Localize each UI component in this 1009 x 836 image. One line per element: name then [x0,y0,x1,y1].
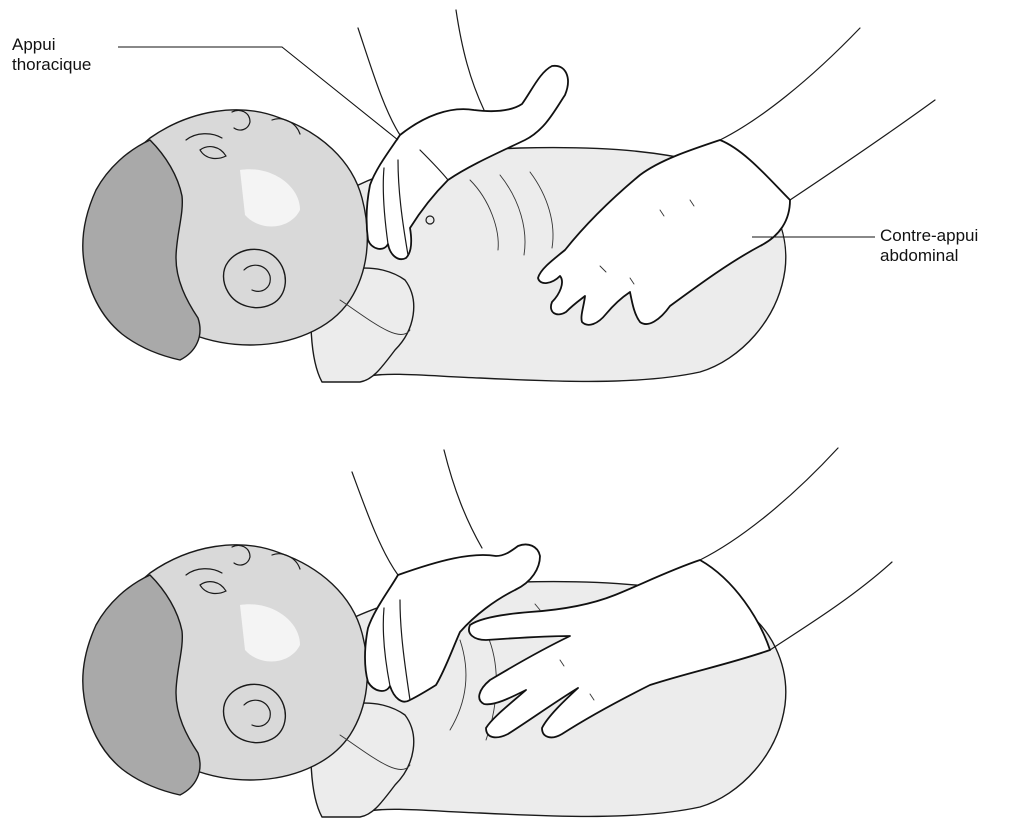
infant-ear [224,249,286,307]
top-panel [83,10,935,382]
right-forearm-line-1-bottom [700,448,838,560]
forearm-line-2 [456,10,484,110]
forearm-line-1-bottom [352,472,398,575]
right-forearm-line-2 [790,100,935,200]
label-abdominal-counter: Contre-appui abdominal [880,226,983,265]
label-chest-press-line-1: Appui [12,35,55,54]
label-chest-press-line-2: thoracique [12,55,91,74]
infant-ear-bottom [224,684,286,742]
forearm-line-2-bottom [444,450,482,548]
label-abdominal-line-2: abdominal [880,246,958,265]
right-forearm-line-2-bottom [770,562,892,650]
label-chest-press: Appui thoracique [12,35,91,74]
right-forearm-line-1 [720,28,860,140]
label-abdominal-line-1: Contre-appui [880,226,978,245]
forearm-line-1 [358,28,400,135]
bottom-panel [83,448,892,817]
